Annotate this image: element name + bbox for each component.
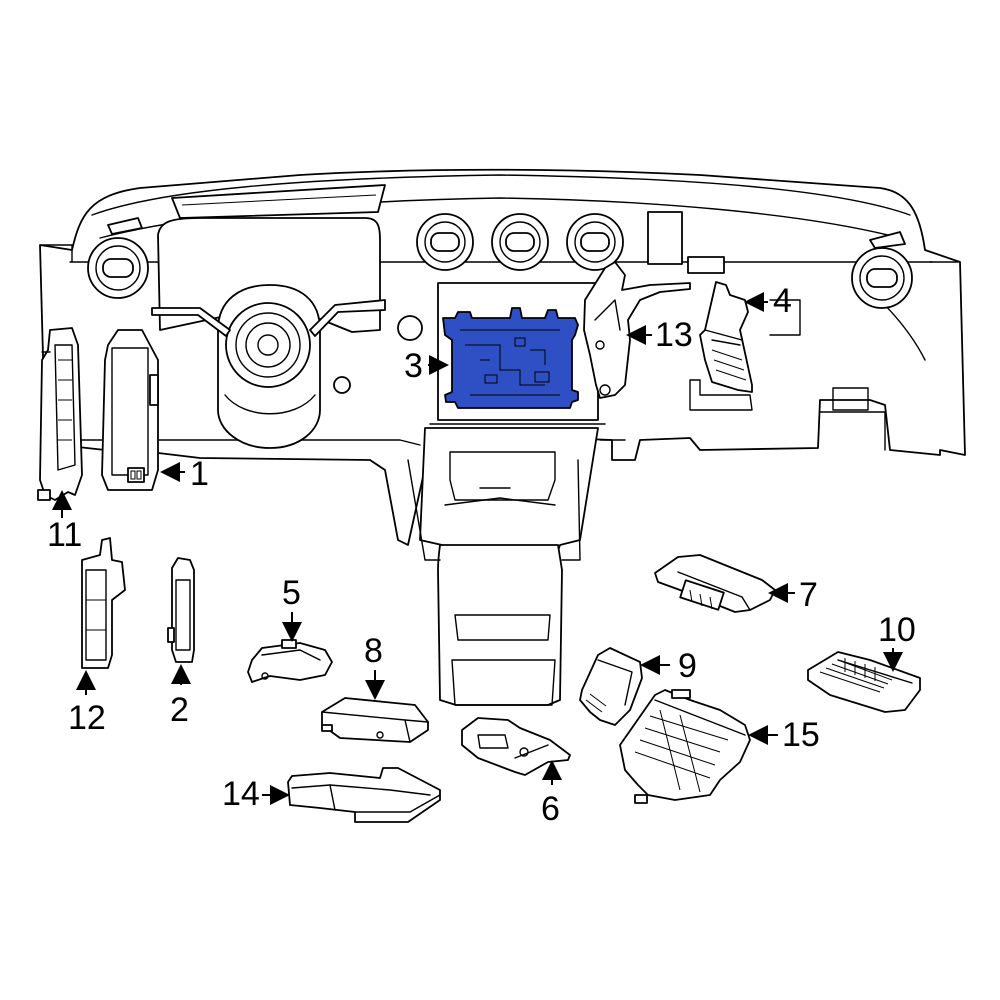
vent-center-1 [416, 213, 474, 271]
callout-14: 14 [222, 775, 260, 813]
callout-4: 4 [773, 282, 792, 320]
callout-13: 13 [655, 316, 693, 354]
part-5-sensor[interactable] [247, 639, 333, 683]
part-10-module[interactable] [807, 651, 921, 713]
callout-11: 11 [47, 516, 82, 554]
part-3-control-module[interactable] [442, 307, 579, 409]
part-13-bracket[interactable] [583, 261, 691, 399]
part-1-instrument-cluster[interactable] [101, 329, 159, 491]
part-2-module[interactable] [167, 557, 195, 663]
callout-7: 7 [799, 576, 818, 614]
vent-left [87, 237, 149, 299]
callout-10: 10 [878, 611, 916, 649]
part-7-module[interactable] [654, 554, 776, 613]
callout-5: 5 [282, 574, 301, 612]
part-15-fuse-box[interactable] [619, 689, 751, 804]
part-14-tray[interactable] [287, 767, 441, 823]
callout-leaders [52, 292, 903, 805]
callout-8: 8 [364, 632, 383, 670]
callout-6: 6 [541, 790, 560, 828]
callout-15: 15 [782, 716, 820, 754]
callout-2: 2 [170, 691, 189, 729]
callout-3: 3 [404, 347, 423, 385]
vent-center-3 [566, 213, 624, 271]
part-6-module[interactable] [461, 717, 571, 776]
vent-center-2 [491, 213, 549, 271]
part-12-module[interactable] [81, 537, 126, 669]
callout-9: 9 [678, 647, 697, 685]
callout-12: 12 [68, 699, 106, 737]
part-4-module[interactable] [699, 281, 753, 393]
steering-wheel [151, 284, 423, 449]
callout-1: 1 [190, 455, 209, 493]
center-console [407, 427, 599, 706]
callout-labels: 1 2 3 4 5 6 7 8 9 10 11 12 13 14 15 [47, 282, 916, 828]
vent-right [851, 247, 913, 309]
part-9-relay[interactable] [579, 647, 643, 726]
part-8-module[interactable] [321, 697, 429, 743]
